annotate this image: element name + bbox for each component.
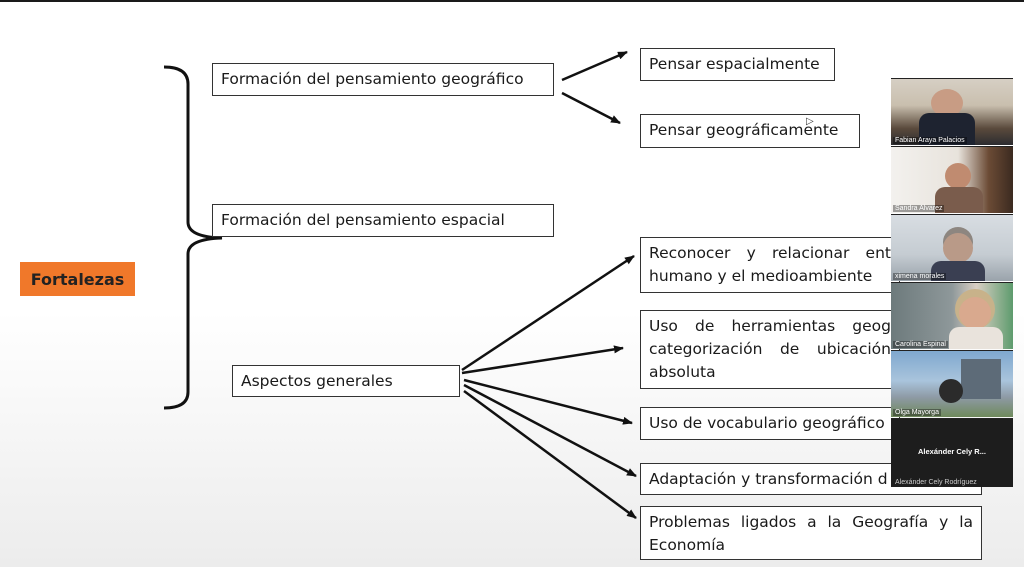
participant-avatar <box>939 379 963 403</box>
box-problemas: Problemas ligados a la Geografía y la Ec… <box>640 506 982 560</box>
video-tile-1[interactable]: Fabian Araya Palacios <box>891 78 1013 145</box>
box-adaptacion: Adaptación y transformación d <box>640 463 982 495</box>
video-tile-4[interactable]: Carolina Espinal <box>891 282 1013 349</box>
video-tile-6[interactable]: Alexánder Cely R... Alexánder Cely Rodrí… <box>891 418 1013 487</box>
box-pensamiento-geografico: Formación del pensamiento geográfico <box>212 63 554 96</box>
participant-display-name: Alexánder Cely R... <box>918 447 986 456</box>
video-tile-3[interactable]: ximena morales <box>891 214 1013 281</box>
box-pensar-espacialmente: Pensar espacialmente <box>640 48 835 81</box>
participant-avatar <box>943 233 973 263</box>
fortalezas-label: Fortalezas <box>20 262 135 296</box>
box-pensamiento-espacial: Formación del pensamiento espacial <box>212 204 554 237</box>
video-tile-2[interactable]: Sandra Alvarez <box>891 146 1013 213</box>
participant-avatar <box>945 163 971 189</box>
top-border <box>0 0 1024 2</box>
video-tile-5[interactable]: Olga Mayorga <box>891 350 1013 417</box>
mouse-cursor-icon: ▷ <box>806 116 814 127</box>
background-building <box>961 359 1001 399</box>
participant-body <box>919 113 975 145</box>
arrow-to-uso-herramientas <box>461 345 624 375</box>
participant-name: ximena morales <box>893 273 947 280</box>
participant-body <box>949 327 1003 349</box>
arrow-to-problemas <box>463 389 637 520</box>
box-uso-herramientas: Uso de herramientas geog categorización … <box>640 310 900 389</box>
participant-avatar <box>959 297 991 329</box>
participant-avatar <box>931 89 963 117</box>
participant-name: Sandra Alvarez <box>893 205 945 212</box>
participant-name: Carolina Espinal <box>893 341 948 348</box>
participant-name: Olga Mayorga <box>893 409 941 416</box>
arrow-to-pensar-espacialmente <box>561 50 628 82</box>
participant-name: Alexánder Cely Rodríguez <box>895 479 977 486</box>
arrow-to-uso-vocabulario <box>463 378 633 425</box>
arrow-to-reconocer <box>461 254 635 372</box>
box-uso-vocabulario: Uso de vocabulario geográfico <box>640 407 900 440</box>
participant-name: Fabian Araya Palacios <box>893 137 967 144</box>
box-pensar-geograficamente: Pensar geográficamente <box>640 114 860 148</box>
curly-brace <box>163 65 223 410</box>
box-aspectos-generales: Aspectos generales <box>232 365 460 397</box>
arrow-to-adaptacion <box>463 383 637 478</box>
participant-body <box>931 261 985 281</box>
participant-body <box>935 187 983 213</box>
arrow-to-pensar-geograficamente <box>561 91 621 125</box>
box-reconocer: Reconocer y relacionar ent humano y el m… <box>640 237 900 293</box>
